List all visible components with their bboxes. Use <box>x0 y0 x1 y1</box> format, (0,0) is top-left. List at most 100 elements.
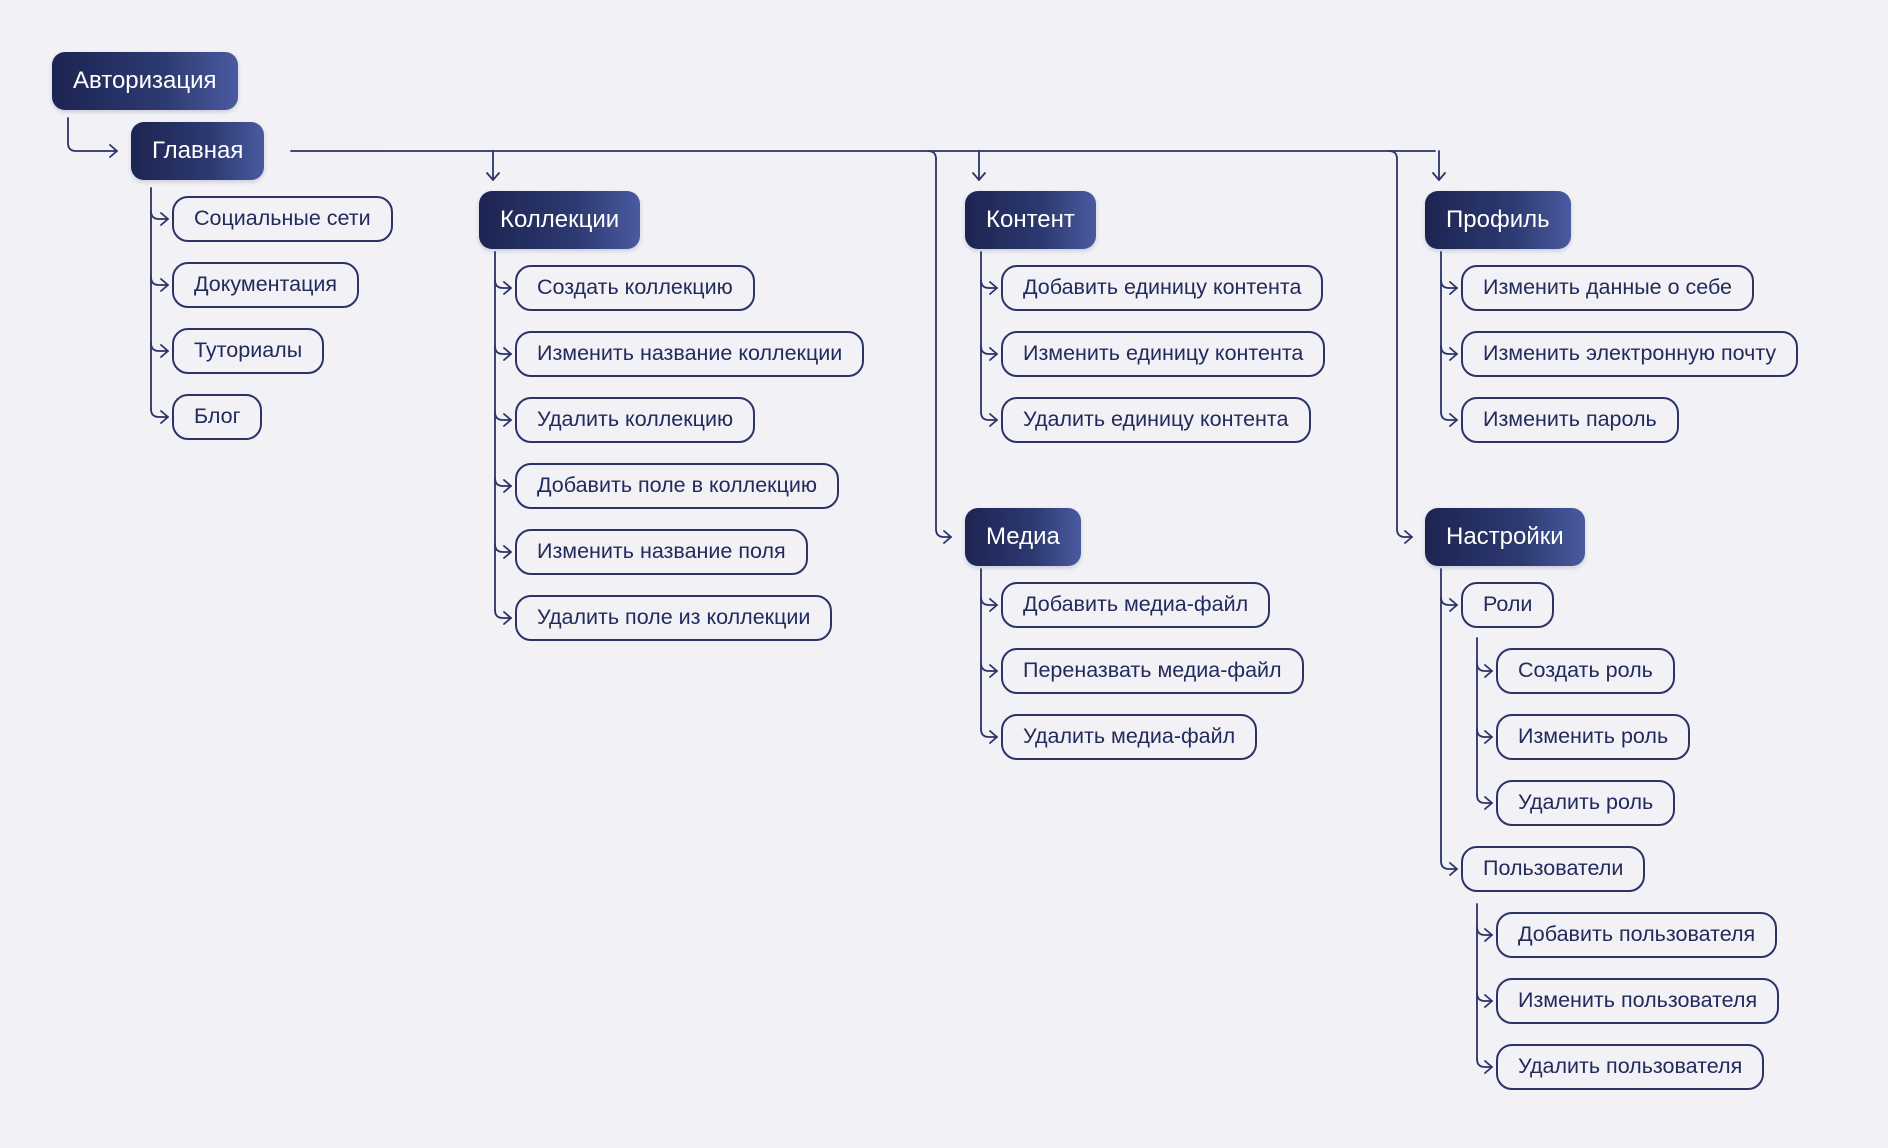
arrow-right-icon <box>989 730 998 744</box>
arrow-right-icon <box>109 144 118 158</box>
node-profile-edit[interactable]: Изменить данные о себе <box>1461 265 1755 311</box>
branch-line <box>1440 596 1458 606</box>
node-media-delete[interactable]: Удалить медиа-файл <box>1001 714 1258 760</box>
branch-line <box>927 150 937 160</box>
node-docs[interactable]: Документация <box>172 262 360 308</box>
branch-line <box>980 662 998 672</box>
node-role-create[interactable]: Создать роль <box>1496 648 1675 694</box>
arrow-right-icon <box>1484 664 1493 678</box>
branch-line <box>980 279 998 289</box>
branch-line <box>150 276 169 286</box>
branch-line <box>150 342 169 352</box>
arrow-right-icon <box>1449 413 1458 427</box>
node-collection-rename[interactable]: Изменить название коллекции <box>515 331 865 377</box>
node-field-rename[interactable]: Изменить название поля <box>515 529 808 575</box>
arrow-right-icon <box>160 344 169 358</box>
node-role-edit[interactable]: Изменить роль <box>1496 714 1691 760</box>
arrow-right-icon <box>989 664 998 678</box>
branch-line <box>1388 150 1398 160</box>
node-user-add[interactable]: Добавить пользователя <box>1496 912 1778 958</box>
arrow-right-icon <box>989 347 998 361</box>
node-user-edit[interactable]: Изменить пользователя <box>1496 978 1780 1024</box>
arrow-right-icon <box>1484 796 1493 810</box>
branch-line <box>150 408 169 418</box>
node-media[interactable]: Медиа <box>965 508 1081 566</box>
branch-line <box>1476 728 1493 738</box>
branch-line <box>1476 1058 1493 1068</box>
node-media-rename[interactable]: Переназвать медиа-файл <box>1001 648 1304 694</box>
node-media-add[interactable]: Добавить медиа-файл <box>1001 582 1271 628</box>
arrow-right-icon <box>160 410 169 424</box>
branch-line <box>980 411 998 421</box>
branch-line <box>1440 860 1458 870</box>
node-blog[interactable]: Блог <box>172 394 263 440</box>
arrow-down-icon <box>486 172 500 181</box>
node-email-edit[interactable]: Изменить электронную почту <box>1461 331 1799 377</box>
node-field-add[interactable]: Добавить поле в коллекцию <box>515 463 840 509</box>
node-collection-create[interactable]: Создать коллекцию <box>515 265 755 311</box>
node-collections[interactable]: Коллекции <box>479 191 641 249</box>
branch-line <box>980 728 998 738</box>
node-content-edit[interactable]: Изменить единицу контента <box>1001 331 1326 377</box>
arrow-right-icon <box>943 530 952 544</box>
branch-line <box>1476 794 1493 804</box>
branch-line <box>935 158 952 538</box>
node-content-add[interactable]: Добавить единицу контента <box>1001 265 1324 311</box>
arrow-right-icon <box>1449 347 1458 361</box>
branch-line <box>494 609 512 619</box>
branch-line <box>1440 345 1458 355</box>
node-content-delete[interactable]: Удалить единицу контента <box>1001 397 1311 443</box>
arrow-right-icon <box>503 281 512 295</box>
arrow-right-icon <box>503 545 512 559</box>
arrow-right-icon <box>503 611 512 625</box>
branch-line <box>150 210 169 220</box>
node-roles[interactable]: Роли <box>1461 582 1555 628</box>
branch-line <box>494 543 512 553</box>
node-auth[interactable]: Авторизация <box>52 52 238 110</box>
node-social[interactable]: Социальные сети <box>172 196 393 242</box>
arrow-right-icon <box>989 281 998 295</box>
branch-line <box>980 596 998 606</box>
arrow-down-icon <box>972 172 986 181</box>
node-users[interactable]: Пользователи <box>1461 846 1646 892</box>
node-settings[interactable]: Настройки <box>1425 508 1585 566</box>
arrow-right-icon <box>1484 928 1493 942</box>
arrow-right-icon <box>503 479 512 493</box>
node-role-delete[interactable]: Удалить роль <box>1496 780 1676 826</box>
branch-line <box>1476 662 1493 672</box>
branch-line <box>494 477 512 487</box>
branch-line <box>1440 411 1458 421</box>
arrow-right-icon <box>1449 862 1458 876</box>
arrow-right-icon <box>1484 1060 1493 1074</box>
node-password-edit[interactable]: Изменить пароль <box>1461 397 1679 443</box>
arrow-down-icon <box>1432 172 1446 181</box>
arrow-right-icon <box>503 413 512 427</box>
arrow-right-icon <box>1484 730 1493 744</box>
branch-line <box>1476 992 1493 1002</box>
branch-line <box>494 345 512 355</box>
branch-line <box>494 411 512 421</box>
branch-line <box>1396 158 1413 538</box>
node-collection-delete[interactable]: Удалить коллекцию <box>515 397 756 443</box>
arrow-right-icon <box>1404 530 1413 544</box>
branch-line <box>1440 279 1458 289</box>
arrow-right-icon <box>989 413 998 427</box>
node-user-delete[interactable]: Удалить пользователя <box>1496 1044 1765 1090</box>
arrow-right-icon <box>160 278 169 292</box>
node-profile[interactable]: Профиль <box>1425 191 1571 249</box>
arrow-right-icon <box>1484 994 1493 1008</box>
branch-line <box>980 345 998 355</box>
node-content[interactable]: Контент <box>965 191 1096 249</box>
node-field-delete[interactable]: Удалить поле из коллекции <box>515 595 833 641</box>
arrow-right-icon <box>1449 281 1458 295</box>
branch-line <box>67 117 118 152</box>
arrow-right-icon <box>503 347 512 361</box>
arrow-right-icon <box>1449 598 1458 612</box>
branch-line <box>494 279 512 289</box>
arrow-right-icon <box>160 212 169 226</box>
node-tutorials[interactable]: Туториалы <box>172 328 325 374</box>
node-home[interactable]: Главная <box>131 122 265 180</box>
branch-line <box>1476 926 1493 936</box>
